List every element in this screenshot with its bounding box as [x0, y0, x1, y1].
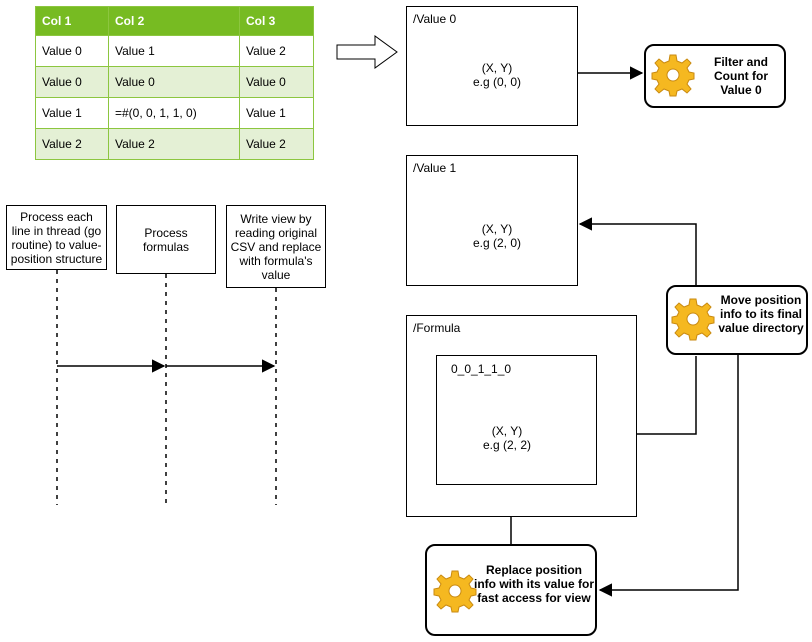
hollow-arrow — [336, 35, 398, 69]
document-coords: (X, Y) — [481, 61, 513, 75]
subfolder-formula-id: 0_0_1_1_0 — [436, 355, 597, 485]
table-cell: Value 1 — [35, 97, 109, 129]
table-cell: Value 2 — [35, 128, 109, 160]
table-header-row: Col 1 Col 2 Col 3 — [35, 6, 314, 36]
sequence-step-2: Process formulas — [116, 205, 216, 274]
table-cell: Value 2 — [108, 128, 240, 160]
folder-label: /Formula — [413, 321, 461, 335]
sequence-step-label: Process each line in thread (go routine)… — [10, 209, 103, 266]
sequence-step-label: Write view by reading original CSV and r… — [230, 211, 322, 282]
table-row: Value 0 Value 1 Value 2 — [35, 35, 314, 67]
document-coords: (X, Y) — [481, 222, 513, 236]
gear-icon — [651, 54, 695, 97]
document-text: (X, Y) e.g (2, 0) — [452, 222, 542, 250]
folder-label: 0_0_1_1_0 — [451, 362, 512, 376]
document-example: e.g (2, 2) — [482, 438, 532, 452]
table-row: Value 2 Value 2 Value 2 — [35, 128, 314, 160]
gear-icon — [671, 298, 715, 341]
action-label: Move position info to its final value di… — [718, 293, 804, 335]
connector-move-to-replace — [598, 355, 739, 597]
document-example: e.g (0, 0) — [472, 75, 522, 89]
table-cell: =#(0, 0, 1, 1, 0) — [108, 97, 240, 129]
table-cell: Value 2 — [239, 128, 314, 160]
action-label: Filter and Count for Value 0 — [713, 55, 768, 97]
sequence-step-1: Process each line in thread (go routine)… — [6, 205, 107, 270]
table-header-cell: Col 1 — [35, 6, 109, 36]
sequence-step-label: Process formulas — [142, 225, 189, 254]
sequence-step-3: Write view by reading original CSV and r… — [226, 205, 326, 288]
action-label: Replace position info with its value for… — [474, 563, 595, 605]
folder-value1: /Value 1 — [406, 155, 578, 286]
gear-icon — [433, 570, 477, 613]
document-example: e.g (2, 0) — [472, 236, 522, 250]
csv-table: Col 1 Col 2 Col 3 Value 0 Value 1 Value … — [35, 6, 314, 160]
table-row: Value 1 =#(0, 0, 1, 1, 0) Value 1 — [35, 97, 314, 129]
table-cell: Value 1 — [108, 35, 240, 67]
table-cell: Value 2 — [239, 35, 314, 67]
document-text: (X, Y) e.g (0, 0) — [452, 61, 542, 89]
table-cell: Value 0 — [108, 66, 240, 98]
document-text: (X, Y) e.g (2, 2) — [462, 424, 552, 452]
folder-label: /Value 1 — [413, 161, 457, 175]
document-coords: (X, Y) — [491, 424, 523, 438]
table-cell: Value 0 — [239, 66, 314, 98]
table-cell: Value 0 — [35, 66, 109, 98]
folder-value0: /Value 0 — [406, 6, 578, 126]
table-row: Value 0 Value 0 Value 0 — [35, 66, 314, 98]
folder-label: /Value 0 — [413, 12, 457, 26]
connector-move-to-value1 — [578, 217, 697, 286]
